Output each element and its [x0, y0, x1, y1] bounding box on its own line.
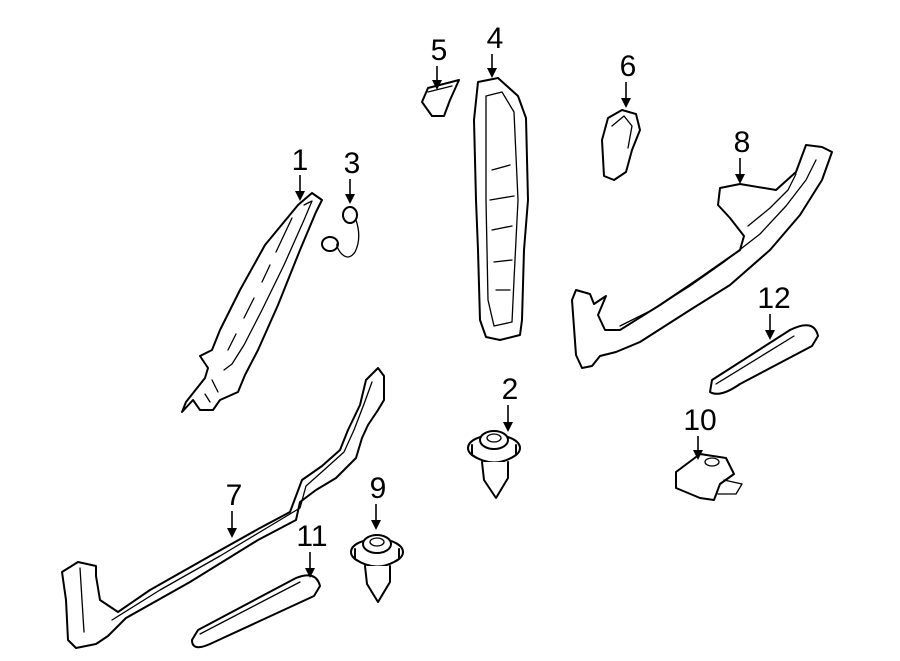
part-7-sill-plate [61, 367, 385, 649]
callout-5: 5 [431, 34, 448, 90]
callout-1: 1 [292, 144, 309, 201]
callout-10: 10 [683, 404, 717, 460]
callout-2: 2 [502, 373, 519, 432]
callout-6: 6 [620, 50, 637, 108]
callout-label-4: 4 [487, 22, 504, 55]
part-11-sill-cover [191, 574, 321, 649]
callout-11: 11 [296, 520, 328, 578]
part-10-nut [675, 453, 743, 501]
part-3-bulb-socket [321, 206, 360, 258]
part-9-push-clip [350, 534, 404, 603]
part-5-trim-piece [421, 79, 460, 117]
callout-label-11: 11 [296, 520, 327, 553]
callout-label-10: 10 [683, 404, 716, 437]
callout-7: 7 [226, 479, 243, 538]
callout-8: 8 [734, 126, 751, 184]
part-8-sill-plate [571, 144, 833, 369]
part-4-pillar-trim [473, 77, 529, 341]
callout-4: 4 [487, 22, 504, 78]
part-6-cover [601, 109, 641, 181]
callout-label-12: 12 [757, 282, 790, 315]
callout-label-1: 1 [292, 144, 309, 177]
callout-label-7: 7 [226, 479, 243, 512]
callout-3: 3 [344, 147, 361, 204]
part-2-push-clip [467, 430, 521, 499]
callout-label-3: 3 [344, 147, 361, 180]
part-12-sill-cover [709, 324, 819, 395]
callout-label-8: 8 [734, 126, 751, 159]
callout-12: 12 [757, 282, 791, 340]
callout-label-2: 2 [502, 373, 519, 406]
callout-label-5: 5 [431, 34, 448, 67]
callout-9: 9 [370, 472, 387, 530]
part-1-pillar-trim [181, 192, 323, 413]
callout-label-9: 9 [370, 472, 387, 505]
callout-label-6: 6 [620, 50, 637, 83]
